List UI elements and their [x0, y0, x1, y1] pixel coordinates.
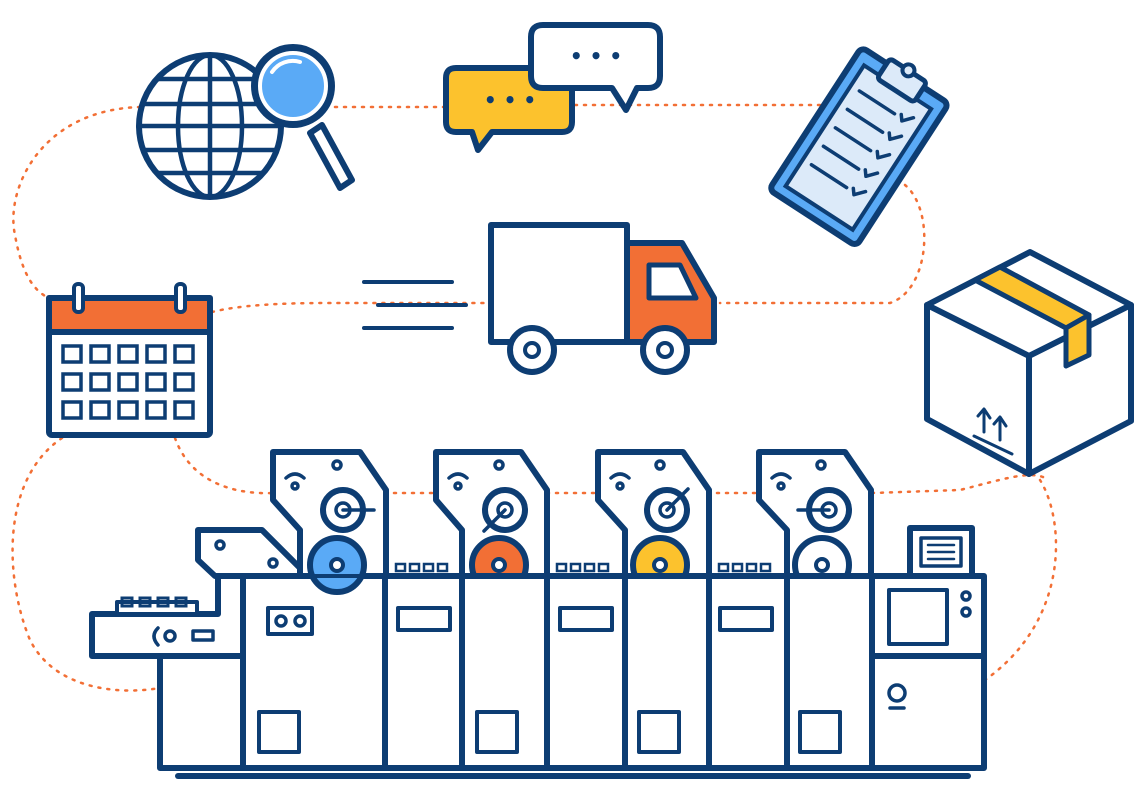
- delivery-truck-icon: [362, 222, 717, 375]
- shipping-box-icon: [924, 249, 1134, 477]
- right-bubble-dots: • • •: [570, 44, 622, 68]
- globe-search-icon: [136, 44, 355, 200]
- left-bubble-dots: • • •: [484, 88, 536, 112]
- chat-bubbles-icon: • • • • • •: [443, 22, 663, 153]
- printing-press-machine: [89, 449, 987, 779]
- workflow-connector-path: [11, 103, 1058, 692]
- calendar-icon: [46, 282, 213, 438]
- clipboard-checklist-icon: [768, 46, 950, 247]
